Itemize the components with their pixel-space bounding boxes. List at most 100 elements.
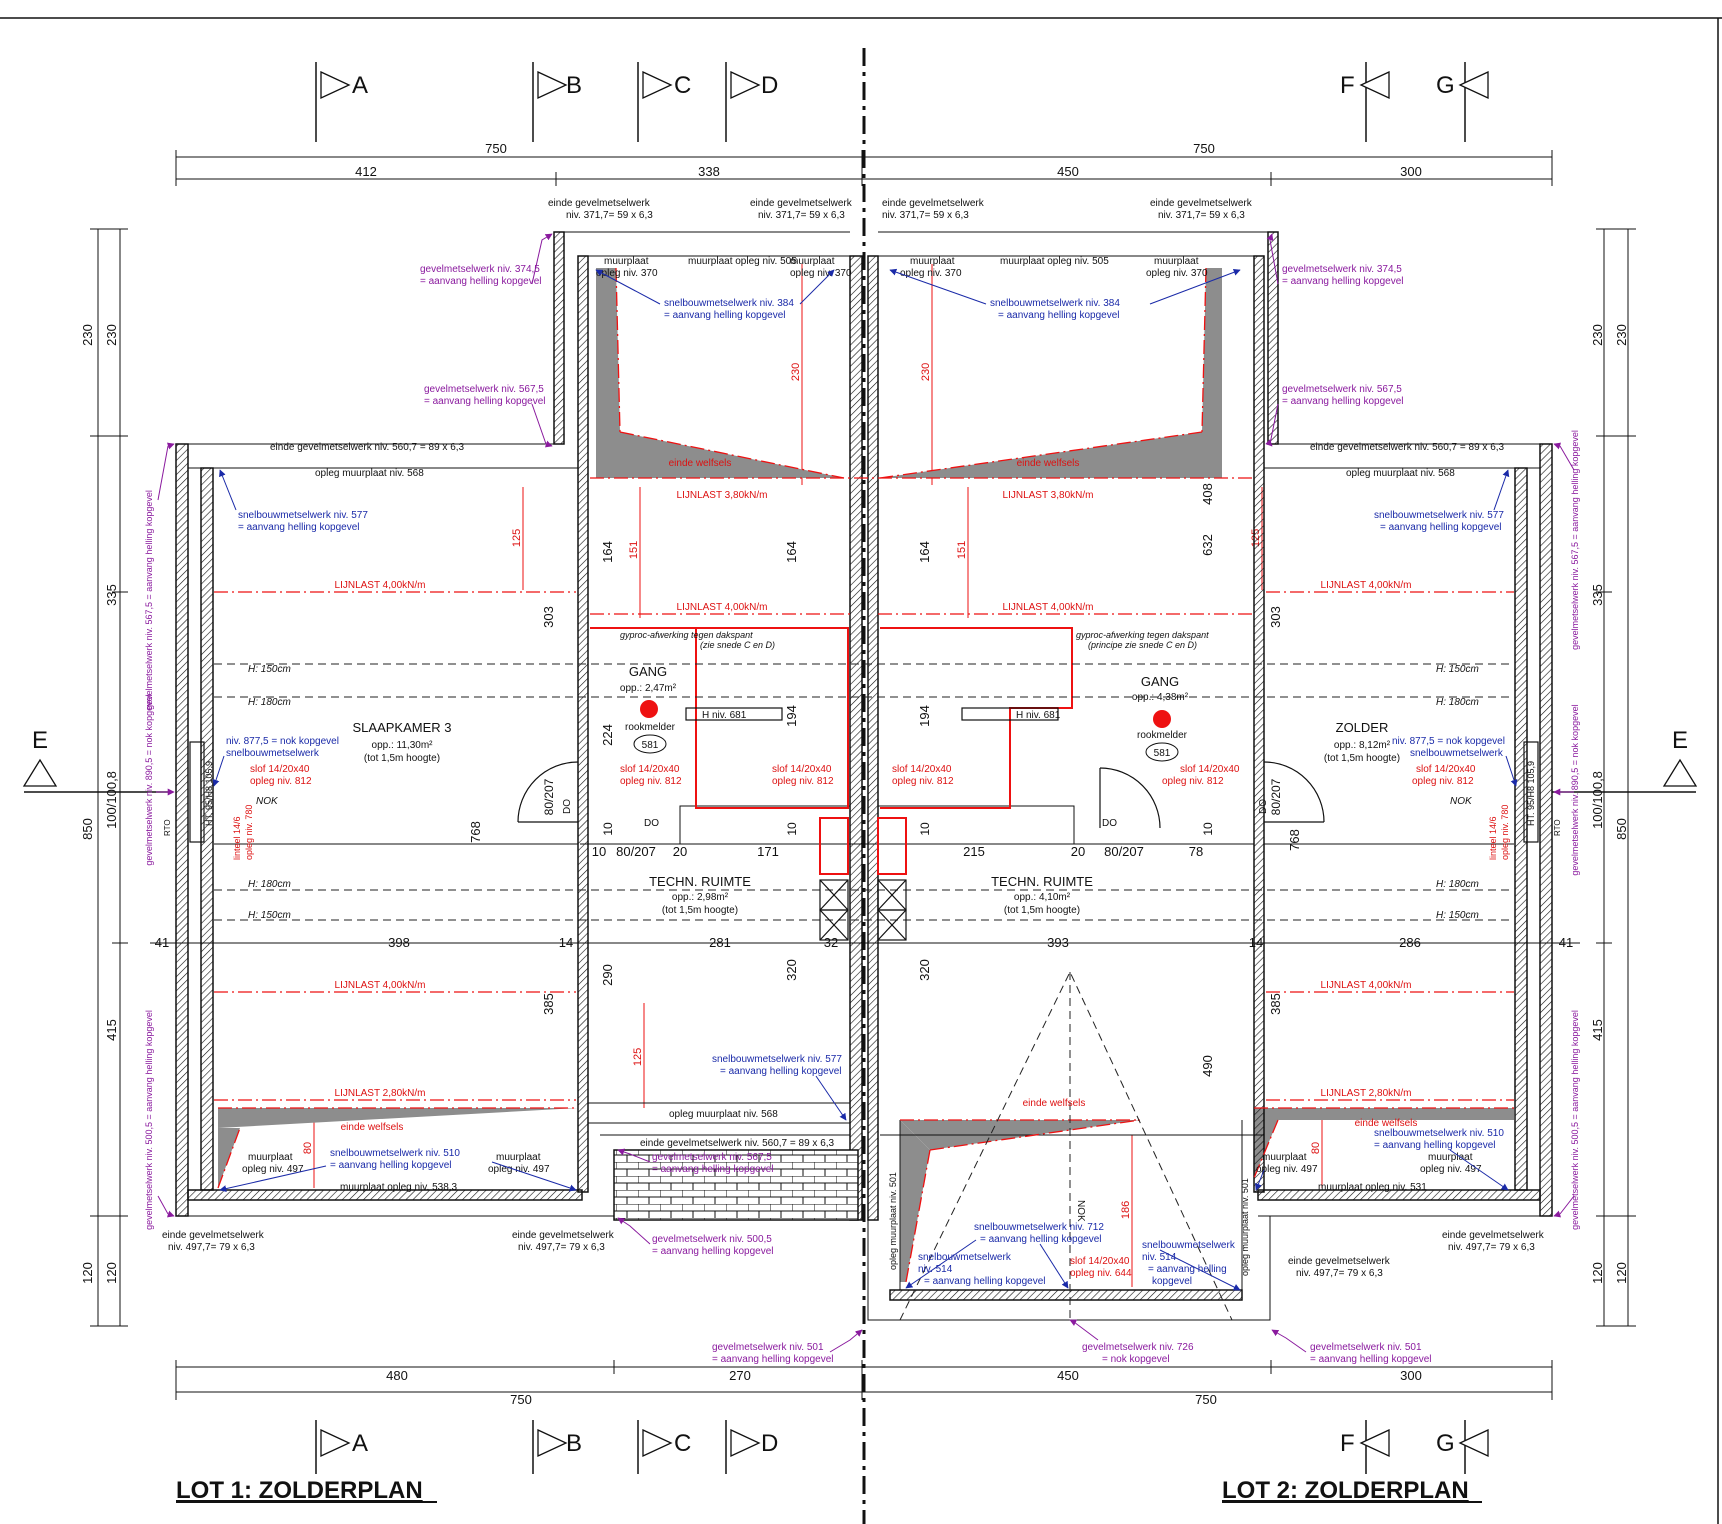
g726-1: gevelmetselwerk niv. 726: [1082, 1342, 1194, 1353]
g567-right-1: gevelmetselwerk niv. 567,5: [1282, 384, 1402, 395]
snel384-right-2: = aanvang helling kopgevel: [998, 310, 1119, 321]
snel510-left-2: = aanvang helling kopgevel: [330, 1160, 451, 1171]
rookmelder-right: rookmelder: [1137, 730, 1188, 741]
nok877-left-1: niv. 877,5 = nok kopgevel: [226, 736, 339, 747]
gyproc-right-1: gyproc-afwerking tegen dakspant: [1076, 630, 1209, 640]
room-zolder-note: (tot 1,5m hoogte): [1324, 753, 1400, 764]
h180-right-a: H: 180cm: [1436, 697, 1479, 708]
dim-right-120-a: 120: [1590, 1262, 1605, 1284]
dim-v-303-b: 303: [1268, 606, 1283, 628]
slof644-2: opleg niv. 644: [1070, 1268, 1132, 1279]
snel514b-3: = aanvang helling: [1148, 1264, 1227, 1275]
muurplaat-br: muurplaat: [1428, 1152, 1473, 1163]
room-tech-right-note: (tot 1,5m hoogte): [1004, 905, 1080, 916]
slof-ll-1: slof 14/20x40: [250, 764, 310, 775]
dim-left-335: 335: [104, 584, 119, 606]
height-lines: [214, 663, 1514, 1321]
rookmelder-left-num: 581: [642, 740, 659, 751]
side567-right: gevelmetselwerk niv. 567,5 = aanvang hel…: [1570, 430, 1580, 650]
einde371-b-1: einde gevelmetselwerk: [750, 198, 853, 209]
dim-top-total-left: 750: [485, 141, 507, 156]
dim-top-left-1: 412: [355, 164, 377, 179]
section-f-bottom: F: [1340, 1430, 1355, 1457]
purple-labels: gevelmetselwerk niv. 374,5 = aanvang hel…: [144, 264, 1580, 1365]
dim-v-194-b: 194: [917, 705, 932, 727]
einde560-bottom: einde gevelmetselwerk niv. 560,7 = 89 x …: [640, 1138, 835, 1149]
dim-top-right-1: 450: [1057, 164, 1079, 179]
room-gang-right-name: GANG: [1141, 674, 1179, 689]
einde497-b-2: niv. 497,7= 79 x 6,3: [518, 1242, 605, 1253]
muurplaat531: muurplaat opleg niv. 531: [1318, 1182, 1427, 1193]
einde371-c-2: niv. 371,7= 59 x 6,3: [882, 210, 969, 221]
lijnlast280-left: LIJNLAST 2,80kN/m: [335, 1088, 426, 1099]
lijnlast400-c-right: LIJNLAST 4,00kN/m: [1003, 602, 1094, 613]
do-right: DO: [1102, 818, 1117, 829]
dim-right-230-a: 230: [1590, 324, 1605, 346]
rto-left: RTO: [163, 819, 172, 836]
g374-left-1: gevelmetselwerk niv. 374,5: [420, 264, 540, 275]
rto-right: RTO: [1553, 819, 1562, 836]
side567-left: gevelmetselwerk niv. 567,5 = aanvang hel…: [144, 490, 154, 710]
snel510-right-1: snelbouwmetselwerk niv. 510: [1374, 1128, 1504, 1139]
opleg370-tl-r: opleg niv. 370: [900, 268, 962, 279]
snel510-left-1: snelbouwmetselwerk niv. 510: [330, 1148, 460, 1159]
h-niv-right: H niv. 681: [1016, 710, 1061, 721]
blue-arrows: [212, 268, 1518, 1291]
dim-row-20-left: 20: [673, 844, 687, 859]
h150-left-a: H: 150cm: [248, 664, 291, 675]
dim-left-850: 850: [80, 818, 95, 840]
section-e-right: E: [1672, 727, 1688, 754]
muurplaat505-r: muurplaat opleg niv. 505: [1000, 256, 1109, 267]
muurplaat-tl: muurplaat: [604, 256, 649, 267]
g501-left-2: = aanvang helling kopgevel: [712, 1354, 833, 1365]
room-slaapkamer-note: (tot 1,5m hoogte): [364, 753, 440, 764]
nok-right: NOK: [1450, 796, 1473, 807]
slof-rm-1: slof 14/20x40: [1180, 764, 1240, 775]
section-a-bottom: A: [352, 1430, 368, 1457]
dim-v-194-a: 194: [784, 705, 799, 727]
einde371-d-2: niv. 371,7= 59 x 6,3: [1158, 210, 1245, 221]
dim-v-768-b: 768: [1287, 829, 1302, 851]
room-tech-left-area: opp.: 2,98m²: [672, 892, 729, 903]
opleg370-tr: opleg niv. 370: [1146, 268, 1208, 279]
g500-bottom-1: gevelmetselwerk niv. 500,5: [652, 1234, 772, 1245]
g501-left-1: gevelmetselwerk niv. 501: [712, 1342, 824, 1353]
einde497-a-1: einde gevelmetselwerk: [162, 1230, 265, 1241]
snel712-2: = aanvang helling kopgevel: [980, 1234, 1101, 1245]
dim-left-230-b: 230: [104, 324, 119, 346]
dim-v-290: 290: [600, 964, 615, 986]
dim-v-164-a: 164: [600, 541, 615, 563]
snel514a-1: snelbouwmetselwerk: [918, 1252, 1012, 1263]
dim-bottom-right-2: 300: [1400, 1368, 1422, 1383]
section-e-left: E: [32, 727, 48, 754]
opleg497-brl: opleg niv. 497: [1256, 1164, 1318, 1175]
dim-row-41-right: 41: [1559, 935, 1573, 950]
dim-bottom-total-right: 750: [1195, 1392, 1217, 1407]
room-zolder-area: opp.: 8,12m²: [1334, 740, 1391, 751]
slof-lm-2: opleg niv. 812: [620, 776, 682, 787]
g500-bottom-2: = aanvang helling kopgevel: [652, 1246, 773, 1257]
dim-top-total-right: 750: [1193, 141, 1215, 156]
snel514a-3: = aanvang helling kopgevel: [924, 1276, 1045, 1287]
einde371-a-1: einde gevelmetselwerk: [548, 198, 651, 209]
red-load-lines: [214, 267, 1514, 1283]
side890-left: gevelmetselwerk niv. 890,5 = nok kopgeve…: [144, 694, 154, 865]
section-g-top: G: [1436, 72, 1455, 99]
opleg568-right: opleg muurplaat niv. 568: [1346, 468, 1455, 479]
muurplaat-bm: muurplaat: [496, 1152, 541, 1163]
lijnlast280-right: LIJNLAST 2,80kN/m: [1321, 1088, 1412, 1099]
red-labels: LIJNLAST 3,80kN/m LIJNLAST 3,80kN/m LIJN…: [232, 458, 1510, 1279]
section-g-bottom: G: [1436, 1430, 1455, 1457]
lijnlast380-right: LIJNLAST 3,80kN/m: [1003, 490, 1094, 501]
dim-v-224: 224: [600, 724, 615, 746]
room-gang-right-area: opp.: 4,38m²: [1132, 692, 1189, 703]
h180-left-a: H: 180cm: [248, 697, 291, 708]
einde371-b-2: niv. 371,7= 59 x 6,3: [758, 210, 845, 221]
dim-row-10-left: 10: [592, 844, 606, 859]
snel577-tr-2: = aanvang helling kopgevel: [1380, 522, 1501, 533]
slof-rl-2: opleg niv. 812: [892, 776, 954, 787]
einde560-right: einde gevelmetselwerk niv. 560,7 = 89 x …: [1310, 442, 1505, 453]
muurplaat538: muurplaat opleg niv. 538,3: [340, 1182, 458, 1193]
lijnlast400-bl: LIJNLAST 4,00kN/m: [335, 980, 426, 991]
einde371-c-1: einde gevelmetselwerk: [882, 198, 985, 209]
